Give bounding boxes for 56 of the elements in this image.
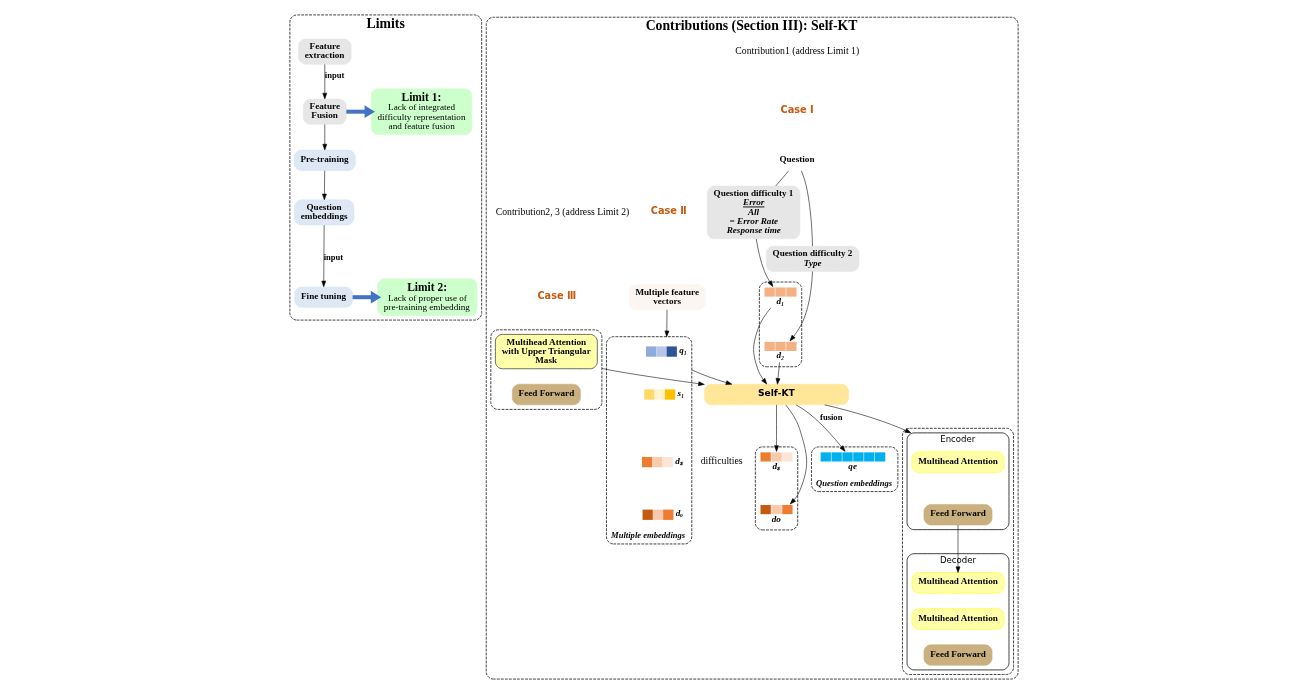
- arrow: [823, 404, 911, 434]
- arrow: [352, 290, 381, 304]
- arrow: [345, 105, 375, 119]
- arrow: [322, 124, 327, 151]
- node-box: Feature Fusion: [302, 98, 347, 125]
- label: Contribution2, 3 (address Limit 2): [495, 205, 629, 217]
- node-label: d₁: [776, 295, 784, 306]
- label: Contribution1 (address Limit 1): [734, 44, 859, 56]
- node-box: Feed Forward: [923, 504, 992, 526]
- node-label: do: [771, 513, 781, 524]
- node-box: Feature extraction: [297, 38, 351, 65]
- node-box: Multihead Attention: [911, 572, 1004, 594]
- node-box: Feed Forward: [923, 644, 992, 666]
- label: difficulties: [700, 455, 743, 467]
- label: Case Ⅰ: [780, 104, 814, 116]
- node-box: Limit 2: Lack of proper use of pre-training embedding: [376, 278, 477, 316]
- node-box: Feed Forward: [511, 383, 581, 406]
- arrow: [320, 224, 326, 288]
- edge-label: input: [323, 252, 343, 263]
- edge-label: input: [324, 69, 344, 80]
- arrow: [755, 238, 773, 287]
- node-box: Question difficulty 1 Error All = Error Rate Response time: [706, 185, 800, 240]
- node-box: Multiple feature vectors: [628, 284, 706, 311]
- node-box: Fine tuning: [293, 286, 353, 308]
- node-label: dₛ: [772, 460, 780, 471]
- node-box: Question embeddings: [293, 199, 354, 226]
- arrow: [773, 404, 779, 452]
- node-label: s₁: [676, 388, 684, 399]
- arrow: [955, 524, 960, 573]
- arrow: [775, 362, 780, 385]
- arrow: [752, 307, 771, 385]
- arrow: [601, 368, 705, 386]
- arrow: [789, 271, 813, 342]
- arrow: [321, 170, 327, 201]
- node-box: Pre-training: [293, 149, 356, 171]
- node-label: q₁: [678, 345, 687, 356]
- node-box: Self-KT: [703, 383, 849, 406]
- arrow: [691, 369, 732, 385]
- arrow: [784, 404, 807, 505]
- label: Case Ⅱ: [650, 205, 687, 217]
- label: Case Ⅲ: [536, 289, 576, 301]
- edge-label: fusion: [819, 412, 842, 423]
- node-label: d₂: [776, 350, 784, 361]
- node-label: qe: [847, 460, 857, 471]
- node-box: Multihead Attention with Upper Triangular Mask: [494, 334, 598, 370]
- node-text: Question: [778, 153, 814, 164]
- arrow: [322, 64, 327, 100]
- arrow: [664, 309, 669, 337]
- node-box: Question difficulty 2 Type: [765, 245, 859, 272]
- node-label: dₛ: [674, 455, 683, 466]
- node-box: Limit 1: Lack of integrated difficulty representation and feature fusion: [370, 88, 472, 135]
- node-box: Multihead Attention: [911, 451, 1004, 473]
- node-label: dₒ: [675, 508, 683, 519]
- node-box: Multihead Attention: [911, 608, 1004, 630]
- cluster: [489, 329, 602, 410]
- arrow: [795, 404, 845, 452]
